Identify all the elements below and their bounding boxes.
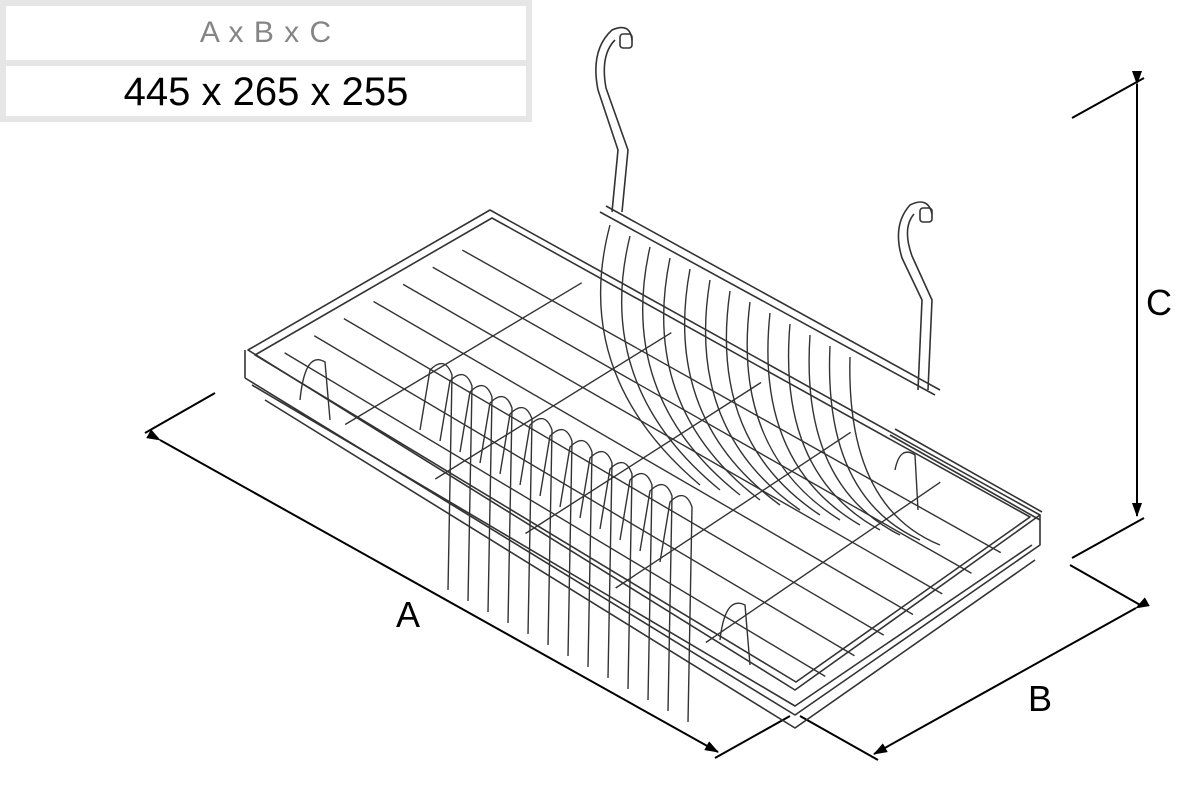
- plate-rib: [767, 312, 861, 526]
- cross-wire: [525, 381, 762, 535]
- front-rib: [579, 450, 613, 679]
- front-rib: [419, 362, 453, 591]
- plate-rib: [808, 334, 901, 536]
- side-loop: [894, 451, 919, 511]
- plate-rib: [828, 345, 921, 541]
- front-rib: [639, 483, 673, 712]
- plate-rib: [704, 279, 801, 511]
- plate-rib: [620, 235, 721, 491]
- wire-basket: [244, 26, 1043, 729]
- plate-rib: [725, 290, 821, 516]
- dimension-b: [799, 564, 1150, 761]
- label-a: A: [396, 594, 421, 635]
- plate-rib: [641, 246, 741, 496]
- plate-rib: [683, 268, 781, 506]
- plate-rib: [746, 301, 841, 521]
- plate-rib: [849, 356, 941, 546]
- front-rib: [519, 417, 553, 646]
- front-rib: [499, 406, 533, 635]
- plate-rib: [663, 257, 761, 501]
- side-loop: [299, 359, 331, 421]
- hook-left: [595, 26, 633, 213]
- cross-wire: [434, 332, 672, 480]
- label-b: B: [1028, 678, 1053, 719]
- plate-rib: [599, 224, 701, 486]
- hook-right: [897, 201, 933, 391]
- cross-wire: [705, 481, 941, 644]
- front-rib: [559, 439, 593, 668]
- dimensions-table: A x B x C 445 x 265 x 255: [0, 0, 532, 122]
- cross-wire: [615, 431, 852, 589]
- dimension-a: [144, 392, 791, 759]
- label-c: C: [1146, 282, 1172, 323]
- dimension-c: [1071, 71, 1145, 559]
- front-rib: [619, 472, 653, 701]
- dimensions-header: A x B x C: [6, 6, 526, 60]
- dimensions-value: 445 x 265 x 255: [6, 66, 526, 116]
- front-rib: [439, 373, 473, 602]
- side-loop: [719, 602, 751, 666]
- plate-rib: [787, 323, 881, 531]
- front-rib: [479, 395, 513, 624]
- front-rib: [659, 494, 693, 723]
- cross-wire: [344, 282, 583, 426]
- front-rib: [459, 384, 493, 613]
- front-rib: [539, 428, 573, 657]
- front-rib: [599, 461, 633, 690]
